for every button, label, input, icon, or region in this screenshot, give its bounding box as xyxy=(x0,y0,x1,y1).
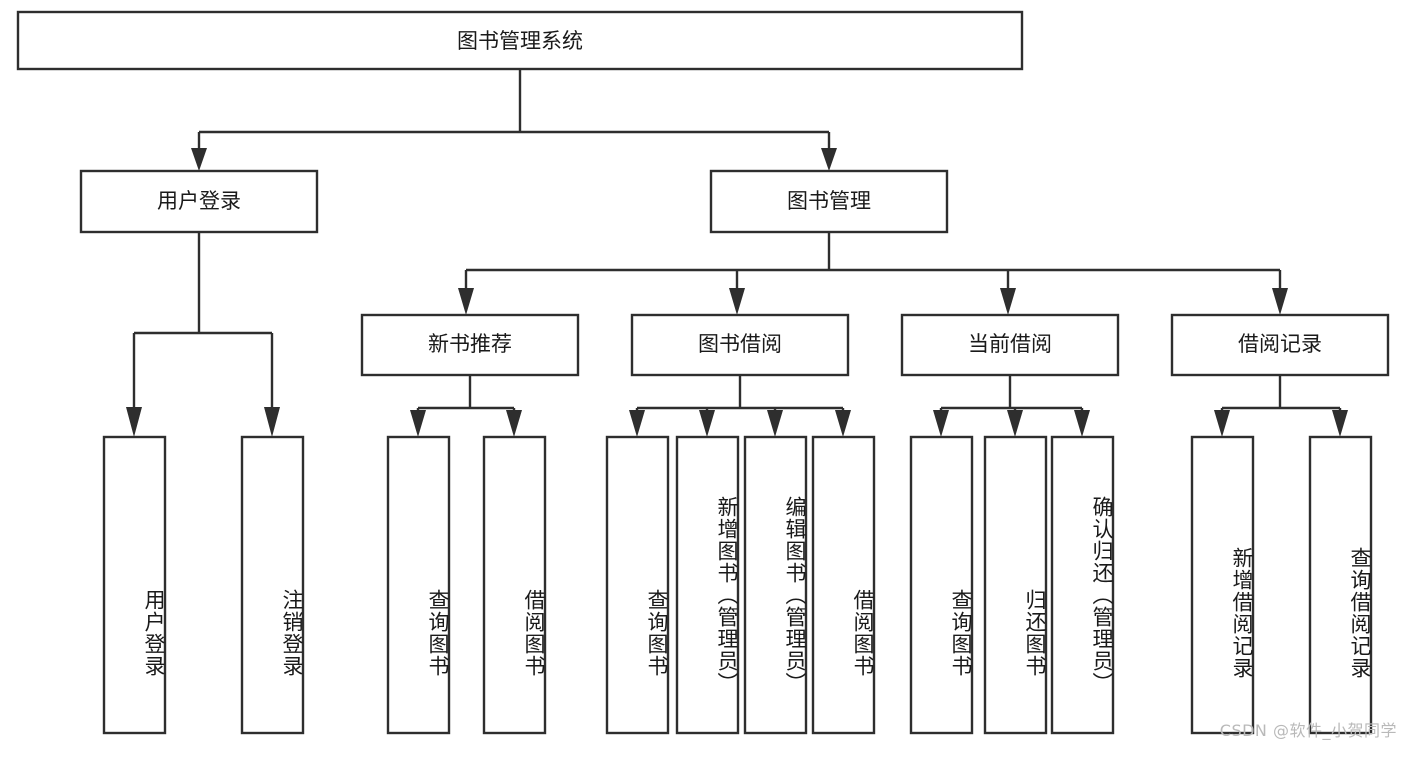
node-leaf-borrow-book-1-box[interactable] xyxy=(482,435,547,735)
arrow-head-leaf-query-record xyxy=(1332,410,1348,437)
node-leaf-query-book-1-box[interactable] xyxy=(386,435,451,735)
node-layer: 图书管理系统 用户登录 图书管理 新书推荐 图书借阅 当前 xyxy=(16,10,1390,735)
arrow-head-leaf-query-book-3 xyxy=(933,410,949,437)
node-current-borrow-label: 当前借阅 xyxy=(968,332,1052,356)
node-leaf-query-record-box[interactable] xyxy=(1308,435,1373,735)
arrow-head-leaf-add-record xyxy=(1214,410,1230,437)
arrow-head-new-book-recommend xyxy=(458,288,474,315)
node-book-manage[interactable]: 图书管理 xyxy=(709,169,949,234)
node-user-login[interactable]: 用户登录 xyxy=(79,169,319,234)
arrow-head-leaf-return-book xyxy=(1007,410,1023,437)
diagram-canvas: 图书管理系统 用户登录 图书管理 新书推荐 图书借阅 当前 xyxy=(16,10,1390,735)
node-book-borrow[interactable]: 图书借阅 xyxy=(630,313,850,377)
node-leaf-query-book-3-box[interactable] xyxy=(909,435,974,735)
node-current-borrow-box[interactable] xyxy=(900,313,1120,377)
arrow-head-leaf-borrow-book-2 xyxy=(835,410,851,437)
arrow-head-leaf-confirm-return xyxy=(1074,410,1090,437)
arrow-head-leaf-add-book xyxy=(699,410,715,437)
arrow-head-leaf-user-login xyxy=(126,407,142,437)
node-borrow-record[interactable]: 借阅记录 xyxy=(1170,313,1390,377)
node-user-login-label: 用户登录 xyxy=(157,189,241,213)
node-leaf-logout-box[interactable] xyxy=(240,435,305,735)
node-user-login-box[interactable] xyxy=(79,169,319,234)
node-book-manage-label: 图书管理 xyxy=(787,189,871,213)
arrow-head-book-manage xyxy=(821,148,837,171)
arrow-head-user-login xyxy=(191,148,207,171)
node-borrow-record-label: 借阅记录 xyxy=(1238,332,1322,356)
node-book-borrow-label: 图书借阅 xyxy=(698,332,782,356)
node-new-book-recommend[interactable]: 新书推荐 xyxy=(360,313,580,377)
node-borrow-record-box[interactable] xyxy=(1170,313,1390,377)
node-leaf-query-book-2-box[interactable] xyxy=(605,435,670,735)
node-root[interactable]: 图书管理系统 xyxy=(16,10,1024,71)
arrow-head-leaf-logout xyxy=(264,407,280,437)
arrow-head-borrow-record xyxy=(1272,288,1288,315)
node-root-label: 图书管理系统 xyxy=(457,29,583,53)
node-current-borrow[interactable]: 当前借阅 xyxy=(900,313,1120,377)
csdn-watermark: CSDN @软件_小贺同学 xyxy=(1219,721,1397,740)
node-new-book-recommend-box[interactable] xyxy=(360,313,580,377)
node-root-box[interactable] xyxy=(16,10,1024,71)
node-leaf-add-record-box[interactable] xyxy=(1190,435,1255,735)
node-leaf-add-book-box[interactable] xyxy=(675,435,740,735)
node-leaf-borrow-book-2-box[interactable] xyxy=(811,435,876,735)
arrow-head-leaf-borrow-book-1 xyxy=(506,410,522,437)
node-book-borrow-box[interactable] xyxy=(630,313,850,377)
diagram-root: 图书管理系统 用户登录 图书管理 新书推荐 图书借阅 当前 xyxy=(16,10,1397,740)
arrow-head-leaf-query-book-2 xyxy=(629,410,645,437)
node-new-book-recommend-label: 新书推荐 xyxy=(428,332,512,356)
node-leaf-confirm-return-box[interactable] xyxy=(1050,435,1115,735)
arrow-head-leaf-query-book-1 xyxy=(410,410,426,437)
node-leaf-user-login-box[interactable] xyxy=(102,435,167,735)
arrow-head-leaf-edit-book xyxy=(767,410,783,437)
connector-layer xyxy=(126,69,1348,437)
arrow-head-book-borrow xyxy=(729,288,745,315)
node-leaf-return-book-box[interactable] xyxy=(983,435,1048,735)
node-book-manage-box[interactable] xyxy=(709,169,949,234)
arrow-head-current-borrow xyxy=(1000,288,1016,315)
node-leaf-edit-book-box[interactable] xyxy=(743,435,808,735)
